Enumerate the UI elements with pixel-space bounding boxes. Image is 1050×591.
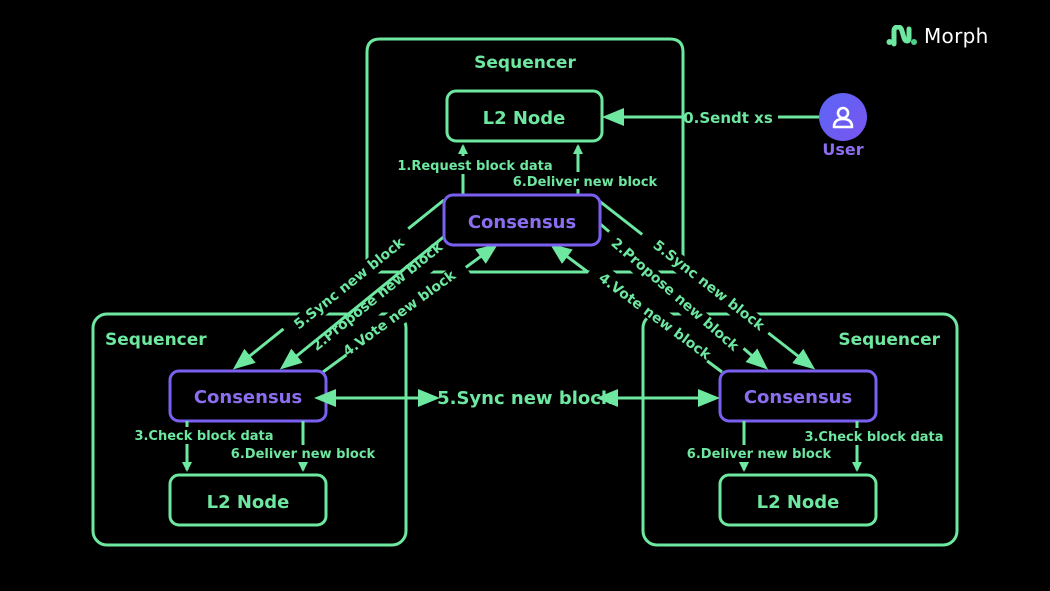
- right-l2-node: [718, 473, 878, 527]
- morph-logo-icon: [886, 25, 917, 47]
- left-deliver-label: 6.Deliver new block: [231, 447, 376, 462]
- user-icon: [832, 106, 854, 129]
- horizontal-sync-label: 5.Sync new block: [437, 388, 614, 409]
- top-consensus-label: Consensus: [468, 212, 576, 233]
- request-label: 1.Request block data: [397, 159, 552, 174]
- top-deliver-label: 6.Deliver new block: [513, 175, 658, 190]
- right-check-label: 3.Check block data: [804, 430, 943, 445]
- left-sequencer-box: [91, 312, 408, 547]
- top-l2-node-label: L2 Node: [483, 108, 566, 129]
- right-deliver-label: 6.Deliver new block: [687, 447, 832, 462]
- right-sequencer-box: [641, 312, 959, 547]
- right-consensus-label: Consensus: [744, 387, 852, 408]
- left-consensus-label: Consensus: [194, 387, 302, 408]
- top-sequencer-title: Sequencer: [474, 53, 576, 73]
- left-l2-node: [168, 473, 328, 527]
- left-sequencer-title: Sequencer: [105, 330, 207, 350]
- brand-name: Morph: [924, 24, 989, 48]
- left-check-label: 3.Check block data: [134, 429, 273, 444]
- left-l2-node-label: L2 Node: [207, 492, 290, 513]
- send-tx-label: 0.Sendt xs: [683, 109, 773, 127]
- user-label: User: [822, 140, 863, 159]
- brand: Morph: [886, 24, 989, 48]
- user-avatar[interactable]: [819, 93, 867, 141]
- right-l2-node-label: L2 Node: [757, 492, 840, 513]
- right-sequencer-title: Sequencer: [838, 330, 940, 350]
- right-consensus: [718, 369, 878, 423]
- top-consensus: [442, 193, 602, 247]
- left-propose-arrow: [279, 220, 463, 370]
